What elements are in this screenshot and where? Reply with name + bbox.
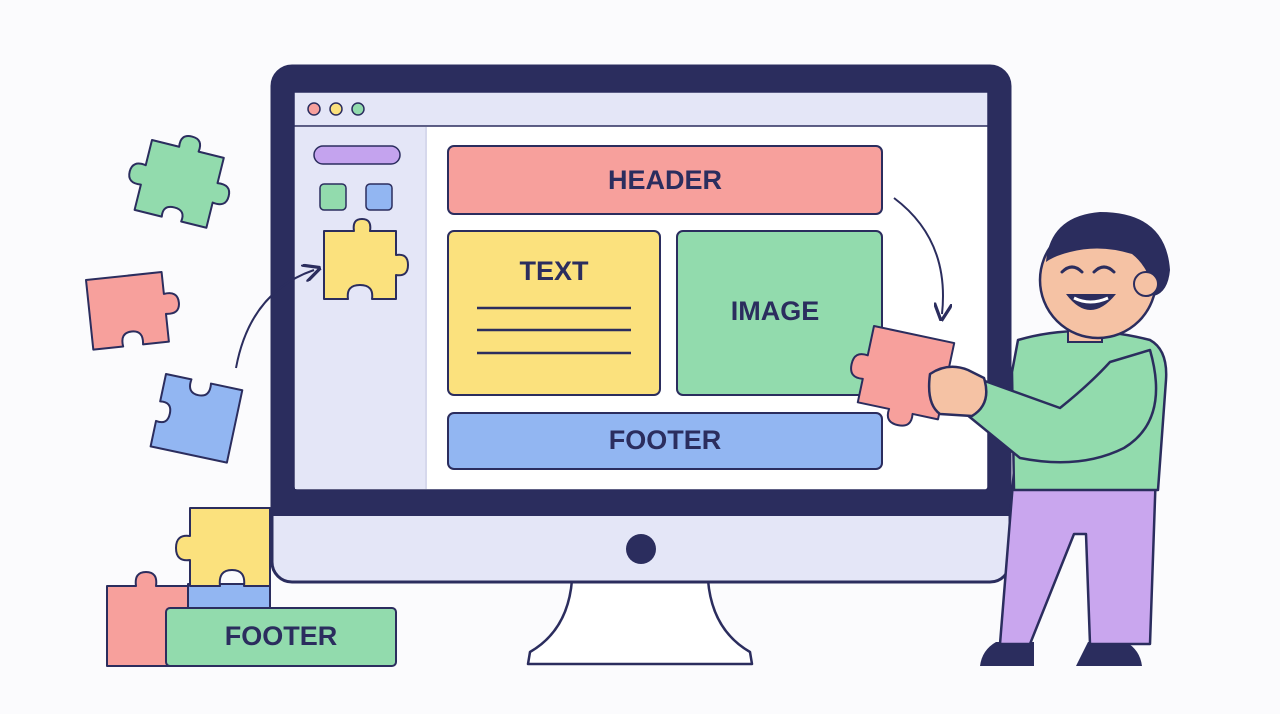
hair (1046, 212, 1170, 296)
window-dot-icon (329, 102, 343, 116)
puzzle-piece-icon (85, 271, 180, 351)
sidebar-title-pill[interactable] (313, 145, 401, 165)
text-block-label: TEXT (519, 256, 589, 286)
pants (998, 468, 1158, 646)
sidebar-green-tile[interactable] (319, 183, 347, 211)
image-block[interactable] (676, 230, 883, 396)
puzzle-piece-icon (187, 583, 271, 611)
puzzle-piece-icon (128, 135, 231, 229)
right-eye (1092, 265, 1116, 274)
left-shoe (980, 642, 1034, 666)
window-dot-icon (307, 102, 321, 116)
curved-arrow-icon (235, 270, 314, 369)
curved-arrow-icon (893, 197, 943, 314)
footer-block[interactable] (447, 412, 883, 470)
footer-block-label: FOOTER (609, 425, 722, 455)
right-shoe (1076, 642, 1142, 666)
left-eye (1060, 265, 1084, 274)
puzzle-piece-icon (175, 507, 271, 587)
sidebar-blue-tile[interactable] (365, 183, 393, 211)
stack-footer-block (165, 607, 397, 667)
puzzle-piece-icon (149, 373, 244, 464)
ear (1133, 271, 1159, 297)
puzzle-stack: FOOTER (106, 507, 397, 667)
power-button-icon (626, 534, 656, 564)
puzzle-piece-icon[interactable] (323, 218, 409, 300)
image-block-label: IMAGE (731, 296, 820, 326)
monitor-stand (526, 578, 754, 666)
stack-footer-label: FOOTER (225, 621, 338, 651)
browser-titlebar (293, 91, 989, 127)
header-block-label: HEADER (608, 165, 722, 195)
arm (963, 348, 1158, 464)
hand (927, 365, 988, 418)
character (841, 212, 1170, 666)
header-block[interactable] (447, 145, 883, 215)
puzzle-piece-icon[interactable] (841, 323, 956, 433)
editor-sidebar (295, 127, 425, 489)
window-dot-icon (351, 102, 365, 116)
